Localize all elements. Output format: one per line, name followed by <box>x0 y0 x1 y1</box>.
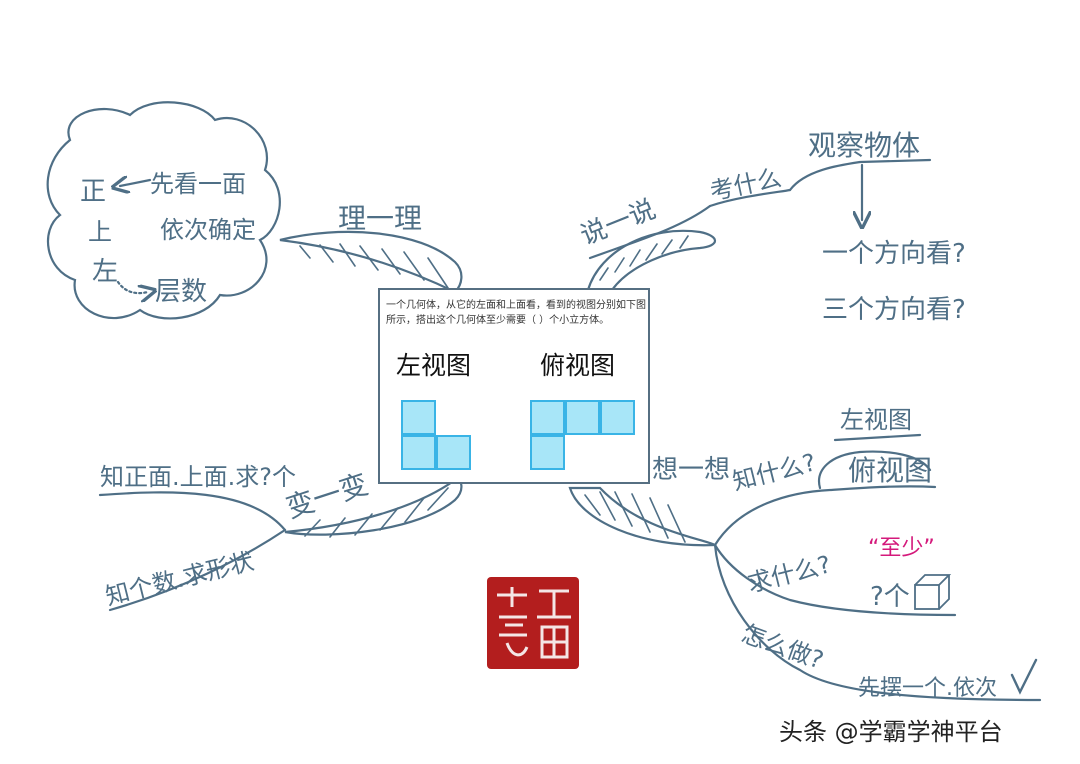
branch-talk-shape <box>586 229 717 292</box>
think-find-what: 求什么? <box>745 550 834 598</box>
question-text: 一个几何体，从它的左面和上面看，看到的视图分别如下图所示，搭出这个几何体至少需要… <box>386 300 646 326</box>
left-view-cell <box>436 435 471 470</box>
talk-three-directions: 三个方向看? <box>822 295 966 325</box>
branch-think-title: 想一想 <box>652 455 730 485</box>
cloud-first-look: 先看一面 <box>150 170 246 198</box>
top-view-cell <box>530 435 565 470</box>
think-how-many: ?个 <box>870 582 910 612</box>
think-top-view: 俯视图 <box>848 454 932 487</box>
branch-organize-title: 理一理 <box>338 202 422 235</box>
branch-talk-title: 说一说 <box>576 194 660 251</box>
cube-icon <box>914 574 952 610</box>
cloud-top-label: 上 <box>88 218 112 246</box>
think-know-what: 知什么? <box>730 448 819 496</box>
change-known-count: 知个数.求形状 <box>103 547 257 611</box>
branch-change-shape <box>284 478 463 536</box>
seal-stamp <box>487 577 579 669</box>
cloud-shape <box>46 101 281 320</box>
left-view-cell <box>401 400 436 435</box>
cloud-determine: 依次确定 <box>160 216 256 244</box>
cloud-front-label: 正 <box>80 177 106 207</box>
left-view-title: 左视图 <box>396 351 472 380</box>
left-view-cell <box>401 435 436 470</box>
top-view-title: 俯视图 <box>540 351 616 380</box>
top-view-cell <box>530 400 565 435</box>
talk-what-tested: 考什么 <box>707 164 783 206</box>
change-known-views: 知正面.上面.求?个 <box>100 463 296 491</box>
check-icon <box>1010 658 1038 695</box>
talk-one-direction: 一个方向看? <box>822 239 966 269</box>
top-view-cell <box>565 400 600 435</box>
cloud-left-label: 左 <box>92 257 118 287</box>
top-view-cell <box>600 400 635 435</box>
cloud-layers: 层数 <box>155 277 207 307</box>
question-card: 一个几何体，从它的左面和上面看，看到的视图分别如下图所示，搭出这个几何体至少需要… <box>378 288 650 484</box>
branch-organize-shape <box>279 230 463 294</box>
think-method: 先摆一个.依次 <box>858 676 997 701</box>
think-how-to: 怎么做? <box>738 619 827 674</box>
watermark: 头条 @学霸学神平台 <box>779 718 1003 746</box>
think-left-view: 左视图 <box>840 406 912 434</box>
talk-topic: 观察物体 <box>808 129 920 162</box>
think-at-least: “至少” <box>868 536 935 561</box>
